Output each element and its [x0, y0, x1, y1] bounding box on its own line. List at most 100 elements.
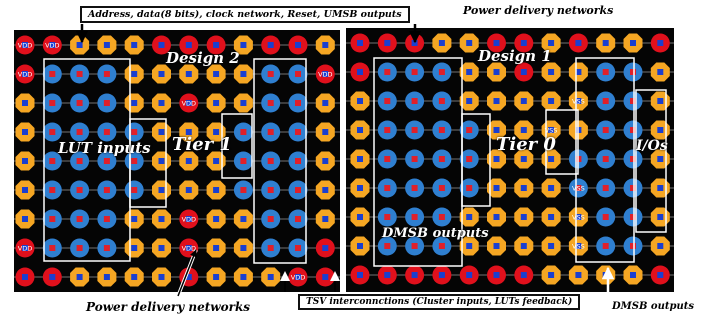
signal-tsv-pad [288, 64, 308, 84]
signal-tsv-pad [288, 122, 308, 142]
power-pad [459, 265, 479, 285]
io-pad [568, 265, 588, 285]
io-pad [459, 207, 479, 227]
io-pad [233, 209, 253, 229]
io-pad [124, 64, 144, 84]
signal-tsv-pad [459, 178, 479, 198]
io-pad [15, 122, 35, 142]
io-pad [350, 236, 370, 256]
signal-tsv-pad [288, 180, 308, 200]
power-pad [377, 33, 397, 53]
signal-tsv-pad [233, 151, 253, 171]
power-pad [315, 64, 335, 84]
io-pad [650, 236, 670, 256]
power-pad [350, 33, 370, 53]
io-pad [487, 236, 506, 256]
signal-tsv-pad [405, 91, 425, 111]
io-pad [541, 62, 561, 82]
power-pad [179, 35, 199, 55]
signal-tsv-pad [42, 238, 62, 258]
io-pad [541, 265, 561, 285]
signal-tsv-pad [70, 238, 90, 258]
signal-tsv-pad [596, 149, 616, 169]
io-pad [541, 178, 561, 198]
io-pad [541, 33, 561, 53]
io-pad [459, 62, 479, 82]
power-pad [15, 267, 35, 287]
io-pad [350, 178, 370, 198]
io-pad [459, 236, 479, 256]
pad-tag: VDD [18, 71, 32, 79]
signal-tsv-pad [261, 151, 281, 171]
io-pad [650, 62, 670, 82]
signal-tsv-pad [432, 120, 452, 140]
io-pad [596, 265, 616, 285]
io-pad [97, 35, 117, 55]
signal-tsv-pad [405, 236, 425, 256]
power-pad [350, 265, 370, 285]
io-pad [568, 91, 588, 111]
signal-tsv-pad [42, 122, 62, 142]
signal-tsv-pad [42, 209, 62, 229]
io-pad [124, 238, 144, 258]
signal-tsv-pad [377, 149, 397, 169]
power-pad [261, 35, 281, 55]
io-pad [124, 93, 144, 113]
signal-tsv-pad [70, 151, 90, 171]
io-pad [568, 236, 588, 256]
io-pad [514, 236, 534, 256]
signal-tsv-pad [288, 238, 308, 258]
io-pad [459, 33, 479, 53]
signal-tsv-pad [432, 91, 452, 111]
power-pad [206, 35, 226, 55]
io-pad [487, 62, 506, 82]
power-pad [487, 33, 506, 53]
io-pad [315, 93, 335, 113]
signal-tsv-pad [623, 236, 643, 256]
signal-tsv-pad [70, 122, 90, 142]
pad-tag: VDD [182, 100, 196, 108]
signal-tsv-pad [97, 122, 117, 142]
power-pad [377, 265, 397, 285]
io-pad [152, 180, 171, 200]
io-pad [152, 267, 171, 287]
signal-tsv-pad [261, 209, 281, 229]
signal-tsv-pad [623, 62, 643, 82]
signal-tsv-pad [261, 238, 281, 258]
power-pad [288, 267, 308, 287]
power-pad [179, 93, 199, 113]
power-pad [152, 35, 171, 55]
io-pad [487, 120, 506, 140]
io-pad [152, 64, 171, 84]
signal-tsv-pad [596, 178, 616, 198]
power-pad [15, 238, 35, 258]
power-pad [514, 62, 534, 82]
io-pad [514, 178, 534, 198]
io-pad [650, 91, 670, 111]
io-pad [233, 64, 253, 84]
signal-tsv-pad [623, 91, 643, 111]
pad-tag: VDD [291, 274, 305, 282]
io-pad [233, 238, 253, 258]
power-pad [15, 35, 35, 55]
signal-tsv-pad [432, 207, 452, 227]
io-pad [487, 149, 506, 169]
io-pad [152, 93, 171, 113]
signal-tsv-pad [97, 238, 117, 258]
power-pad [514, 265, 534, 285]
io-pad [350, 149, 370, 169]
io-pad [315, 151, 335, 171]
dmsb-outputs-label: DMSB outputs [382, 226, 489, 241]
io-pad [541, 236, 561, 256]
signal-tsv-pad [596, 120, 616, 140]
io-pad [541, 91, 561, 111]
pad-tag: VSS [572, 214, 585, 222]
io-pad [350, 91, 370, 111]
io-pad [206, 238, 226, 258]
io-pad [432, 33, 452, 53]
signal-tsv-pad [432, 62, 452, 82]
signal-tsv-pad [97, 93, 117, 113]
